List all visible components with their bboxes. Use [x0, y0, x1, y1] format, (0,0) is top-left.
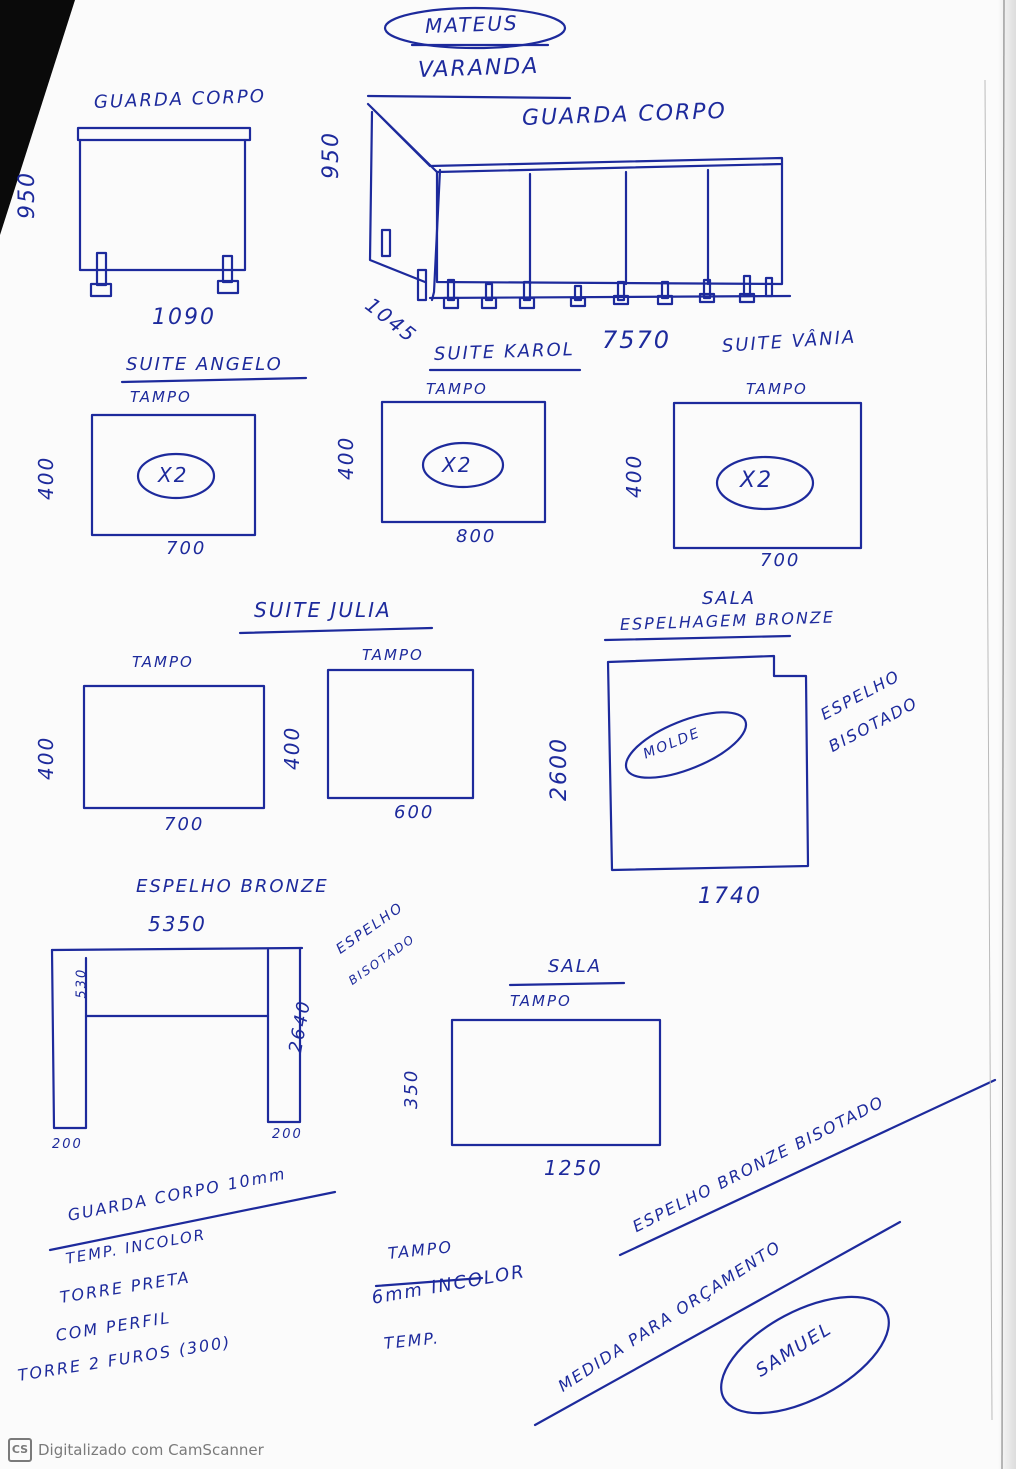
- sala-tampo-width: 1250: [544, 1156, 603, 1180]
- suite-vania-panel: [672, 401, 863, 550]
- camscanner-watermark: CS Digitalizado com CamScanner: [8, 1438, 264, 1462]
- suite-julia-right-height: 400: [280, 725, 304, 770]
- suite-karol-qty-oval: [421, 441, 505, 489]
- sala-tampo-underline: [508, 981, 626, 987]
- sala-espelhagem-underline: [603, 634, 792, 642]
- espelho-bronze-frame: [50, 946, 304, 1130]
- suite-angelo-underline: [120, 376, 308, 384]
- client-name-oval: [383, 6, 567, 50]
- suite-karol-qty: X2: [442, 453, 473, 477]
- pencil-margin-line: [1001, 0, 1005, 1469]
- guarda-corner-height: 950: [319, 131, 344, 179]
- sala-tampo-panel: [450, 1018, 662, 1147]
- sala-espelhagem-panel: [606, 654, 810, 872]
- espelho-bronze-right-col: 200: [272, 1127, 303, 1142]
- sala-espelhagem-width: 1740: [698, 884, 762, 909]
- suite-vania-qty-oval: [715, 455, 815, 511]
- suite-angelo-height: 400: [34, 455, 58, 500]
- suite-julia-left-width: 700: [164, 814, 205, 835]
- suite-vania-label: TAMPO: [746, 380, 808, 398]
- espelho-bronze-title: ESPELHO BRONZE: [136, 876, 329, 897]
- sala-espelhagem-height: 2600: [547, 737, 572, 801]
- watermark-text: Digitalizado com CamScanner: [38, 1441, 264, 1459]
- notes-left-underline: [48, 1190, 337, 1252]
- suite-angelo-width: 700: [166, 538, 207, 559]
- suite-angelo-qty-oval: [136, 452, 216, 500]
- suite-angelo-panel: [90, 413, 257, 537]
- sala-tampo-title: SALA: [548, 956, 603, 977]
- guarda-corner-drawing: [366, 102, 792, 310]
- molde-oval: [624, 711, 748, 779]
- guarda-small-drawing: [76, 126, 252, 298]
- suite-julia-right-label: TAMPO: [362, 646, 424, 664]
- espelho-bronze-width: 5350: [148, 912, 207, 936]
- signature-oval: [720, 1295, 890, 1415]
- camscanner-logo-icon: CS: [8, 1438, 32, 1462]
- sala-tampo-label: TAMPO: [510, 992, 572, 1010]
- suite-julia-left-label: TAMPO: [132, 653, 194, 671]
- suite-julia-left-height: 400: [34, 735, 58, 780]
- espelho-bronze-left-col: 200: [52, 1137, 83, 1152]
- pencil-margin-line-2: [984, 79, 993, 1421]
- client-name: MATEUS: [424, 10, 520, 38]
- suite-angelo-label: TAMPO: [130, 388, 192, 406]
- suite-karol-label: TAMPO: [426, 380, 488, 398]
- suite-karol-width: 800: [456, 526, 497, 547]
- suite-julia-underline: [238, 626, 434, 635]
- suite-vania-height: 400: [622, 453, 646, 498]
- espelho-bisotado-underline: [618, 1078, 997, 1257]
- espelho-bronze-top-height: 530: [74, 967, 90, 999]
- suite-julia-right-panel: [326, 668, 475, 800]
- guarda-corner-length: 7570: [602, 326, 672, 354]
- suite-karol-title: SUITE KAROL: [433, 339, 576, 365]
- suite-angelo-title: SUITE ANGELO: [126, 354, 283, 375]
- notes-mid-underline: [374, 1276, 484, 1288]
- suite-angelo-qty: X2: [158, 463, 189, 487]
- suite-julia-left-panel: [82, 684, 266, 810]
- guarda-small-height: 950: [15, 171, 40, 219]
- page-corner-shadow: [0, 0, 75, 235]
- suite-karol-panel: [380, 400, 547, 524]
- site-name: VARANDA: [417, 53, 540, 83]
- sala-espelhagem-title: SALA: [702, 588, 757, 609]
- sala-tampo-height: 350: [401, 1068, 422, 1109]
- medida-underline: [533, 1220, 902, 1427]
- guarda-small-width: 1090: [152, 305, 216, 330]
- suite-karol-height: 400: [334, 435, 358, 480]
- suite-julia-right-width: 600: [394, 802, 435, 823]
- site-underline: [366, 94, 572, 100]
- suite-vania-width: 700: [760, 550, 801, 571]
- suite-julia-title: SUITE JULIA: [254, 598, 392, 622]
- suite-vania-qty: X2: [740, 468, 774, 493]
